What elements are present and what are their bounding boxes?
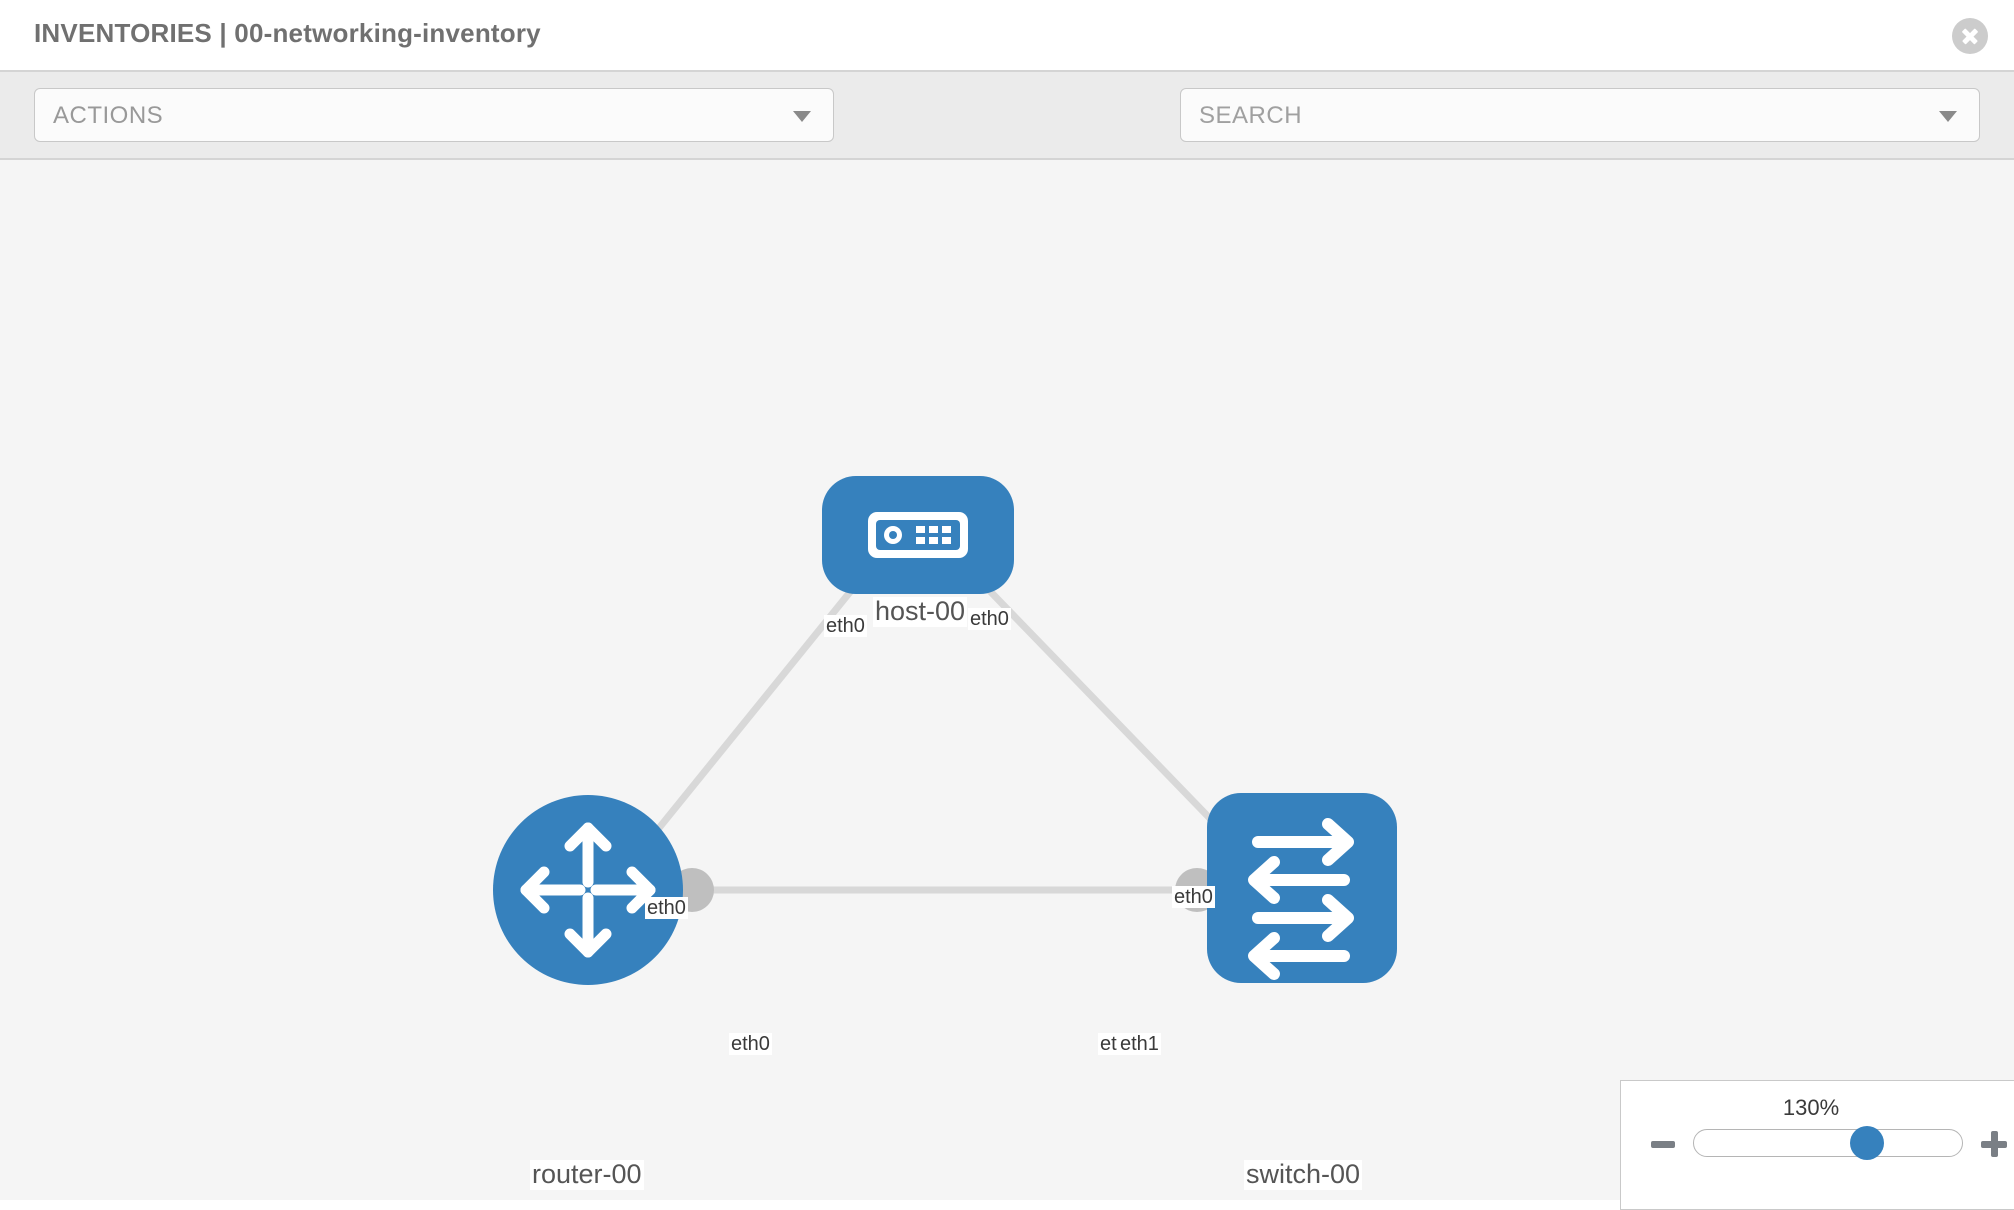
search-input[interactable]: SEARCH (1180, 88, 1980, 142)
topology-graph (493, 476, 1397, 985)
iface-label-router00-eth0-up: eth0 (645, 897, 688, 919)
actions-dropdown[interactable]: ACTIONS (34, 88, 834, 142)
chevron-down-icon[interactable] (1939, 111, 1957, 122)
server-icon (868, 512, 968, 558)
zoom-level-label: 130% (1782, 1095, 1840, 1120)
search-input-placeholder: SEARCH (1199, 102, 1303, 129)
zoom-slider-handle[interactable] (1850, 1126, 1884, 1160)
app-header: INVENTORIES | 00-networking-inventory (0, 0, 2014, 70)
iface-label-host00-eth0-left: eth0 (824, 615, 867, 637)
close-icon[interactable] (1952, 18, 1988, 54)
topology-links (622, 552, 1258, 894)
node-host-00 (822, 476, 1014, 594)
zoom-slider[interactable] (1693, 1126, 1963, 1160)
iface-label-host00-eth0-right: eth0 (968, 608, 1011, 630)
link-host00-router00 (622, 552, 883, 873)
zoom-out-button[interactable] (1651, 1141, 1675, 1148)
iface-label-router00-eth0-mid: eth0 (729, 1033, 772, 1055)
zoom-in-icon-vertical (1991, 1131, 1998, 1157)
node-router-00 (493, 795, 683, 985)
switch-icon (1248, 818, 1354, 980)
zoom-control-panel: 130% (1620, 1080, 2014, 1210)
actions-dropdown-label: ACTIONS (53, 102, 164, 129)
topology-canvas[interactable]: host-00 router-00 switch-00 eth0 eth0 et… (0, 160, 2014, 1200)
toolbar: ACTIONS SEARCH (0, 70, 2014, 207)
chevron-down-icon (793, 111, 811, 122)
node-label-host-00: host-00 (873, 596, 968, 627)
link-host00-switch00 (952, 552, 1258, 868)
node-label-router-00: router-00 (530, 1159, 644, 1190)
node-label-switch-00: switch-00 (1244, 1159, 1363, 1190)
router-icon (520, 822, 656, 958)
iface-label-switch00-eth0-up: eth0 (1172, 886, 1215, 908)
iface-label-switch00-eth1: eth1 (1118, 1033, 1161, 1055)
node-switch-00 (1207, 793, 1397, 983)
zoom-in-button[interactable] (1981, 1131, 2007, 1157)
page-title: INVENTORIES | 00-networking-inventory (34, 18, 541, 48)
